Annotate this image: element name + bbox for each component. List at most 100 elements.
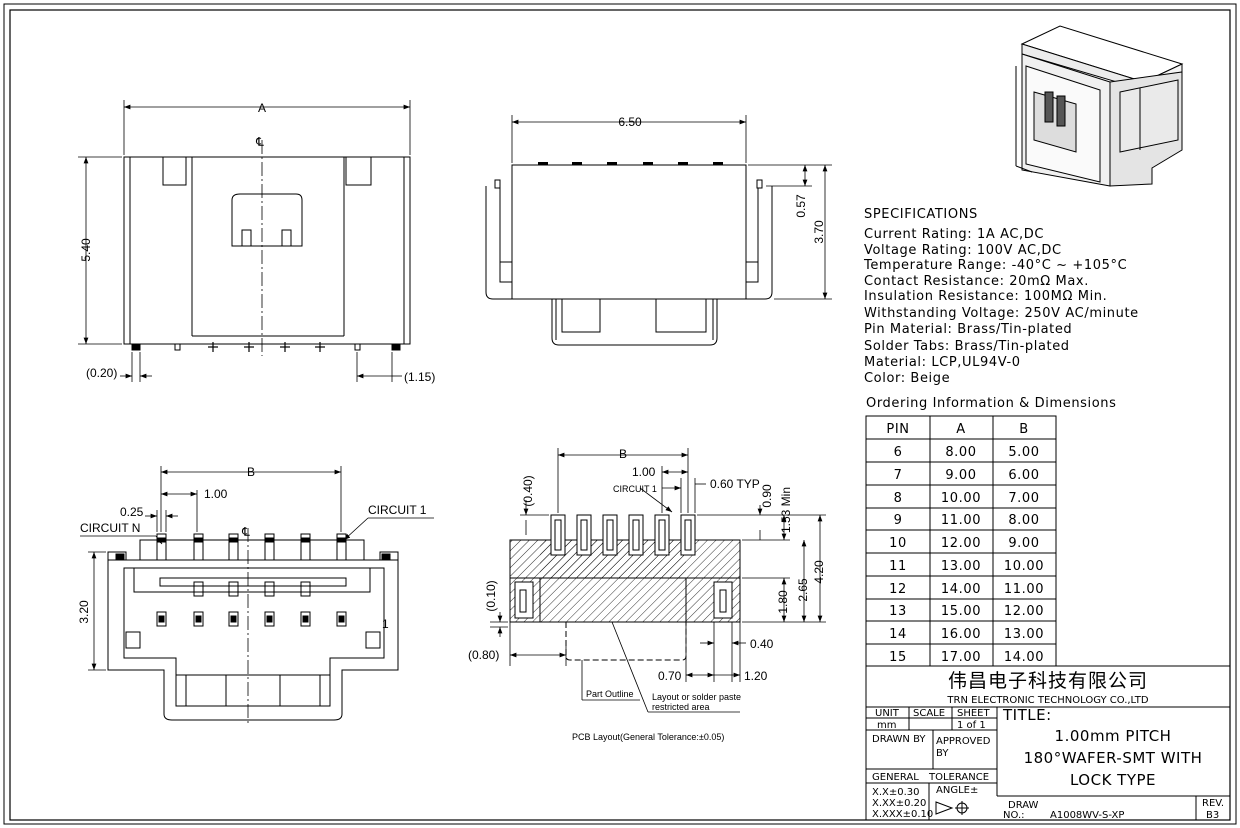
pcb-layout-caption: PCB Layout(General Tolerance:±0.05) — [572, 732, 724, 742]
table-cell: 10 — [889, 536, 907, 551]
table-cell: 10.00 — [941, 491, 981, 506]
dim-090-label: 0.90 — [760, 484, 774, 508]
table-cell: 6 — [894, 445, 903, 460]
table-cell: 7.00 — [1008, 491, 1039, 506]
pcb-dims — [490, 448, 826, 713]
circuit-1-label-pcb: CIRCUIT 1 — [613, 484, 657, 494]
dim-025-label: 0.25 — [120, 505, 144, 519]
spec-line: Color: Beige — [864, 371, 950, 386]
pcb-pads — [550, 514, 696, 556]
table-cell: 12 — [889, 582, 907, 597]
dim-060-label: 0.60 TYP — [710, 477, 760, 491]
scale-label: SCALE — [913, 708, 945, 719]
title-line-3: LOCK TYPE — [1070, 771, 1156, 789]
rev-value: B3 — [1206, 810, 1219, 821]
dim-540 — [78, 156, 122, 345]
dim-040-label: (0.40) — [521, 475, 535, 506]
table-cell: 15.00 — [941, 604, 981, 619]
angle-symbol — [935, 801, 969, 815]
dim-180-label: 1.80 — [776, 590, 790, 614]
table-cell: 13.00 — [941, 559, 981, 574]
title-line-2: 180°WAFER-SMT WITH — [1024, 749, 1203, 767]
table-cell: 16.00 — [941, 627, 981, 642]
table-cell: 11 — [889, 559, 907, 574]
rev-label: REV. — [1202, 798, 1224, 809]
company-name-cn: 伟昌电子科技有限公司 — [948, 670, 1148, 692]
dim-153-label: 1.53 Min — [779, 487, 793, 533]
spec-line: Current Rating: 1A AC,DC — [864, 227, 1044, 242]
dim-057-370 — [748, 164, 832, 300]
spec-lines: Current Rating: 1A AC,DC Voltage Rating:… — [863, 227, 1138, 386]
table-cell: 13.00 — [1004, 627, 1044, 642]
general-label: GENERAL — [872, 772, 919, 783]
spec-line: Pin Material: Brass/Tin-plated — [864, 322, 1072, 337]
table-cell: 13 — [889, 604, 907, 619]
draw-no-label-2: NO.: — [1003, 810, 1025, 821]
title-line-1: 1.00mm PITCH — [1055, 727, 1172, 745]
side-view — [485, 164, 773, 346]
table-cell: 8.00 — [1008, 513, 1039, 528]
side-view-pin-bumps — [538, 162, 723, 165]
dim-120-label: 1.20 — [744, 669, 768, 683]
sheet-label: SHEET — [957, 708, 991, 719]
dim-070-label: 0.70 — [658, 669, 682, 683]
dim-115-label: (1.15) — [404, 370, 435, 384]
dim-650 — [511, 115, 747, 163]
centerline-symbol-2: ℄ — [241, 525, 250, 539]
spec-line: Temperature Range: -40°C ~ +105°C — [863, 258, 1127, 273]
approved-by-label-1: APPROVED — [936, 736, 991, 747]
tolerance-2: X.XX±0.20 — [872, 798, 926, 809]
dim-650-label: 6.50 — [618, 115, 642, 129]
restricted-label-1: Layout or solder paste — [652, 692, 741, 702]
table-cell: 14.00 — [941, 582, 981, 597]
dim-040b-label: 0.40 — [750, 637, 774, 651]
dim-100b-label: 1.00 — [632, 465, 656, 479]
table-cell: 14.00 — [1004, 650, 1044, 665]
part-number: A1008WV-S-XP — [1050, 810, 1124, 821]
table-cell: 12.00 — [1004, 604, 1044, 619]
outer-border — [3, 3, 1237, 825]
spec-line: Insulation Resistance: 100MΩ Min. — [864, 289, 1107, 304]
dim-b-bottom-label: B — [619, 447, 627, 461]
ordering-title: Ordering Information & Dimensions — [866, 396, 1117, 411]
ordering-table — [865, 415, 1057, 667]
spec-line: Contact Resistance: 20mΩ Max. — [864, 274, 1089, 289]
restricted-label-2: restricted area — [652, 702, 710, 712]
tolerance-1: X.X±0.30 — [872, 787, 920, 798]
part-outline-label: Part Outline — [586, 689, 634, 699]
spec-line: Voltage Rating: 100V AC,DC — [864, 243, 1062, 258]
table-cell: 14 — [889, 627, 907, 642]
dim-265-label: 2.65 — [796, 578, 810, 602]
title-block-lines — [865, 665, 1231, 821]
table-cell: 8.00 — [945, 445, 976, 460]
circuit-1-label-top: CIRCUIT 1 — [368, 503, 427, 517]
table-cell: 6.00 — [1008, 468, 1039, 483]
spec-line: Material: LCP,UL94V-0 — [864, 355, 1021, 370]
dim-320-label: 3.20 — [77, 600, 91, 624]
dim-057-label: 0.57 — [794, 194, 808, 218]
draw-no-label-1: DRAW — [1008, 800, 1039, 811]
centerline-symbol-1: ℄ — [255, 135, 264, 149]
dim-020 — [120, 352, 152, 382]
table-cell: 5.00 — [1008, 445, 1039, 460]
inner-border — [9, 9, 1231, 821]
spec-line: Solder Tabs: Brass/Tin-plated — [864, 339, 1070, 354]
table-header-cell: B — [1019, 422, 1029, 437]
dim-100a-label: 1.00 — [204, 487, 228, 501]
table-cell: 12.00 — [941, 536, 981, 551]
table-cell: 9 — [894, 513, 903, 528]
table-cell: 9.00 — [1008, 536, 1039, 551]
table-cell: 10.00 — [1004, 559, 1044, 574]
sheet-value: 1 of 1 — [957, 720, 986, 731]
dim-420-label: 4.20 — [812, 560, 826, 584]
front-view — [123, 156, 411, 351]
tolerance-3: X.XXX±0.10 — [872, 809, 933, 820]
dim-080-label: (0.80) — [468, 648, 499, 662]
dim-115 — [356, 352, 402, 382]
connector-3d-view — [1015, 25, 1184, 187]
table-cell: 11.00 — [941, 513, 981, 528]
unit-label: UNIT — [875, 708, 900, 719]
dim-b-top-label: B — [247, 465, 255, 479]
